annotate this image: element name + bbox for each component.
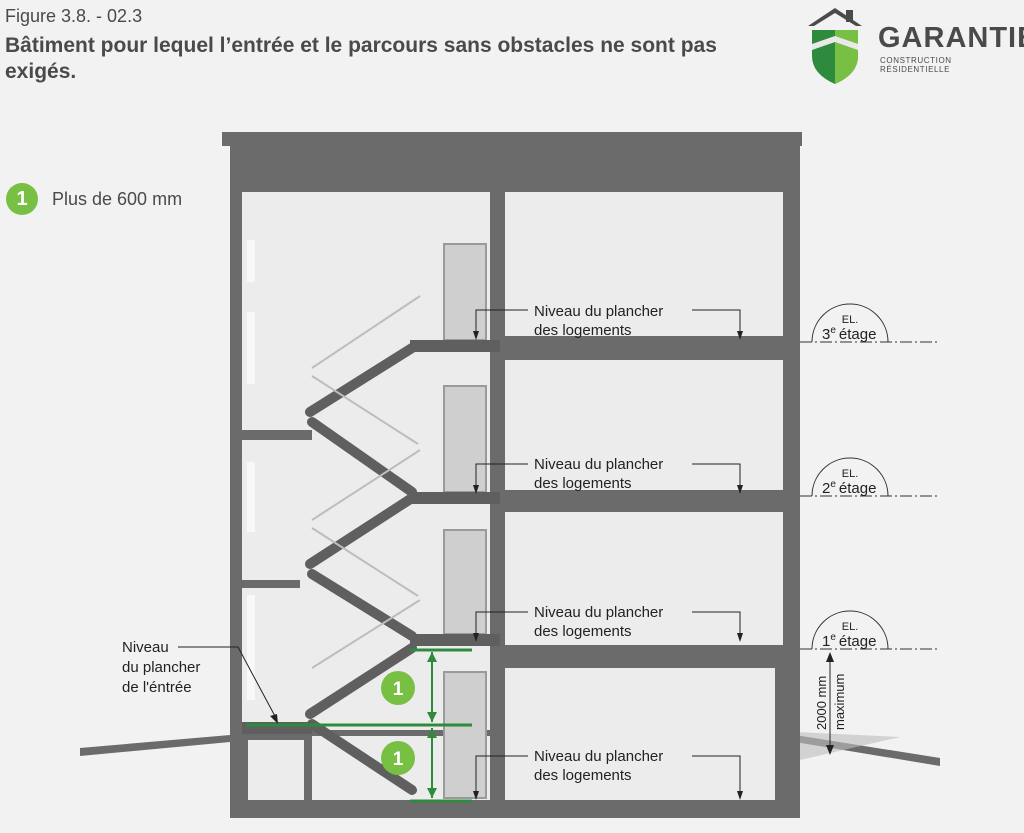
logo [800, 4, 1024, 88]
legend-text: Plus de 600 mm [52, 189, 183, 209]
height-marker [381, 741, 415, 775]
dwelling-2 [505, 360, 783, 490]
height-marker-label: 1 [393, 679, 404, 700]
elevation-el: EL. [842, 314, 859, 326]
ground-left [80, 735, 230, 756]
floor-label-line1: Niveau du plancher [534, 604, 663, 621]
floor-label-line2: des logements [534, 767, 632, 784]
entrance-label-line1: Niveau [122, 639, 169, 656]
floor-label-line2: des logements [534, 475, 632, 492]
dwelling-1 [505, 512, 783, 645]
logo-name: GARANTIE [878, 22, 1024, 54]
legend-marker: 1 [6, 183, 38, 215]
height-marker [381, 671, 415, 705]
elevation-el: EL. [842, 621, 859, 633]
floor-label-line1: Niveau du plancher [534, 303, 663, 320]
figure-number: Figure 3.8. - 02.3 [5, 6, 143, 26]
house-shield-icon [808, 8, 862, 84]
height-marker-label: 1 [393, 749, 404, 770]
stair-flights [305, 343, 417, 795]
entrance-label-line3: de l'éntrée [122, 679, 192, 696]
basement-room [248, 740, 304, 800]
dwelling-3 [505, 192, 783, 336]
floor-label-line1: Niveau du plancher [534, 748, 663, 765]
floor-label-line2: des logements [534, 322, 632, 339]
elevation-el: EL. [842, 468, 859, 480]
dimension-line1: 2000 mm [814, 676, 829, 730]
floor-label-line2: des logements [534, 623, 632, 640]
figure-title: Bâtiment pour lequel l’entrée et le parc… [5, 34, 717, 83]
entrance-label-line2: du plancher [122, 659, 200, 676]
door [443, 243, 487, 341]
dwelling-basement [505, 668, 775, 800]
floor-label-line1: Niveau du plancher [534, 456, 663, 473]
ground-shade [795, 732, 900, 760]
logo-subtitle: CONSTRUCTION RÉSIDENTIELLE [880, 56, 952, 74]
dimension-line2: maximum [832, 674, 847, 730]
